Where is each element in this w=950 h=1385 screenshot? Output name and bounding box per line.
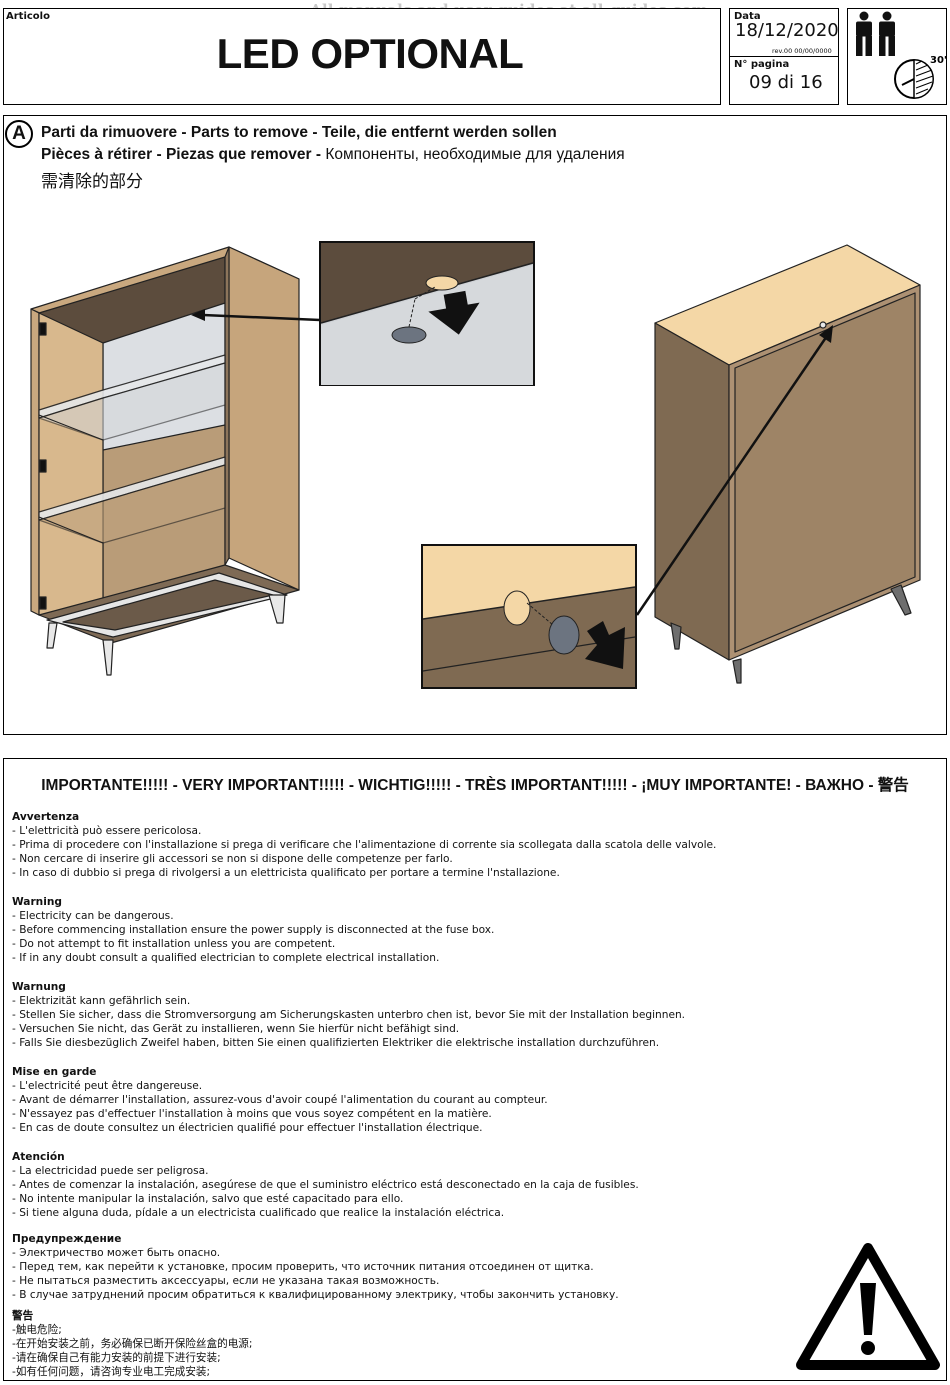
warning-line: - If in any doubt consult a qualified el…	[12, 952, 440, 964]
warning-line: - Prima di procedere con l'installazione…	[12, 839, 717, 851]
warning-line: - L'electricité peut être dangereuse.	[12, 1080, 203, 1092]
warning-line: - Электричество может быть опасно.	[12, 1247, 221, 1259]
info-icons-box: 30'	[847, 8, 947, 105]
date-divider	[730, 56, 838, 57]
warning-heading: Mise en garde	[12, 1066, 97, 1078]
warning-line: -在开始安装之前，务必确保已断开保险丝盒的电源;	[12, 1338, 253, 1350]
warning-line: - Перед тем, как перейти к установке, пр…	[12, 1261, 594, 1273]
page-label: N° pagina	[734, 59, 790, 70]
article-box: Articolo	[3, 8, 721, 105]
date-label: Data	[734, 11, 761, 22]
warning-block: Mise en garde - L'electricité peut être d…	[12, 1065, 792, 1135]
warning-block: 警告 -触电危险; -在开始安装之前，务必确保已断开保险丝盒的电源; -请在确保自己有…	[12, 1309, 792, 1379]
warning-heading: Warnung	[12, 981, 66, 993]
heading-line-1: Parti da rimuovere - Parts to remove - T…	[41, 124, 557, 141]
revision-text: rev.00 00/00/0000	[772, 47, 832, 55]
warning-line: -如有任何问题，请咨询专业电工完成安装;	[12, 1366, 211, 1378]
warning-line: - Versuchen Sie nicht, das Gerät zu inst…	[12, 1023, 460, 1035]
warning-line: - La electricidad puede ser peligrosa.	[12, 1165, 209, 1177]
time-label: 30'	[930, 55, 946, 66]
warning-line: - Falls Sie diesbezüglich Zweifel haben,…	[12, 1037, 660, 1049]
warning-heading: 警告	[12, 1310, 34, 1322]
date-value: 18/12/2020	[735, 20, 839, 41]
detail-pointer-top	[191, 309, 321, 322]
warning-block: Atención - La electricidad puede ser peli…	[12, 1150, 792, 1220]
warning-line: -触电危险;	[12, 1324, 62, 1336]
warning-line: - In caso di dubbio si prega di rivolger…	[12, 867, 560, 879]
warning-triangle-icon	[796, 1243, 940, 1370]
warning-block: Warnung - Elektrizität kann gefährlich se…	[12, 980, 792, 1050]
warning-line: - Non cercare di inserire gli accessori …	[12, 853, 453, 865]
warning-line: - L'elettricità può essere pericolosa.	[12, 825, 202, 837]
page-title: LED OPTIONAL	[216, 30, 524, 77]
warning-block: Warning - Electricity can be dangerous. - …	[12, 895, 792, 965]
warning-line: - В случае затруднений просим обратиться…	[12, 1289, 619, 1301]
warning-line: - Avant de démarrer l'installation, assu…	[12, 1094, 548, 1106]
warning-line: - N'essayez pas d'effectuer l'installati…	[12, 1108, 492, 1120]
warning-line: -请在确保自己有能力安装的前提下进行安装;	[12, 1352, 221, 1364]
detail-zoom-top	[319, 241, 535, 386]
warning-line: - Do not attempt to fit installation unl…	[12, 938, 336, 950]
warning-heading: Warning	[12, 896, 62, 908]
heading-line-3: 需清除的部分	[41, 172, 143, 191]
article-label: Articolo	[6, 11, 50, 22]
warning-block: Avvertenza - L'elettricità può essere per…	[12, 810, 792, 880]
open-cabinet-drawing	[30, 246, 300, 676]
warning-line: - Не пытаться разместить аксессуары, есл…	[12, 1275, 440, 1287]
warning-block: Предупреждение - Электричество может быть…	[12, 1232, 792, 1302]
heading-line-2: Pièces à rétirer - Piezas que remover - …	[41, 146, 625, 164]
heading-line-2-bold: Pièces à rétirer - Piezas que remover -	[41, 146, 326, 163]
warning-line: - Before commencing installation ensure …	[12, 924, 495, 936]
important-box	[3, 758, 947, 1381]
warning-line: - Antes de comenzar la instalación, aseg…	[12, 1179, 639, 1191]
page-number: 09 di 16	[749, 72, 823, 93]
warning-heading: Предупреждение	[12, 1233, 122, 1245]
warning-line: - No intente manipular la instalación, s…	[12, 1193, 404, 1205]
heading-line-2-regular: Компоненты, необходимые для удаления	[325, 146, 625, 163]
warning-line: - Elektrizität kann gefährlich sein.	[12, 995, 191, 1007]
warning-line: - En cas de doute consultez un électrici…	[12, 1122, 483, 1134]
warning-heading: Avvertenza	[12, 811, 80, 823]
step-letter-badge: A	[5, 120, 33, 148]
warning-line: - Electricity can be dangerous.	[12, 910, 174, 922]
two-persons-icon	[856, 11, 895, 56]
info-icons-svg: 30'	[856, 11, 946, 99]
assembly-illustration	[30, 241, 921, 689]
important-title: IMPORTANTE!!!!! - VERY IMPORTANT!!!!! - …	[41, 777, 909, 794]
detail-pointer-bottom	[635, 325, 833, 616]
warning-line: - Stellen Sie sicher, dass die Stromvers…	[12, 1009, 686, 1021]
date-box: Data N° pagina	[729, 8, 839, 105]
detail-zoom-bottom	[421, 544, 637, 689]
closed-cabinet-drawing	[654, 244, 921, 684]
warning-heading: Atención	[12, 1151, 65, 1163]
clock-icon	[894, 59, 934, 99]
warning-line: - Si tiene alguna duda, pídale a un elec…	[12, 1207, 505, 1219]
